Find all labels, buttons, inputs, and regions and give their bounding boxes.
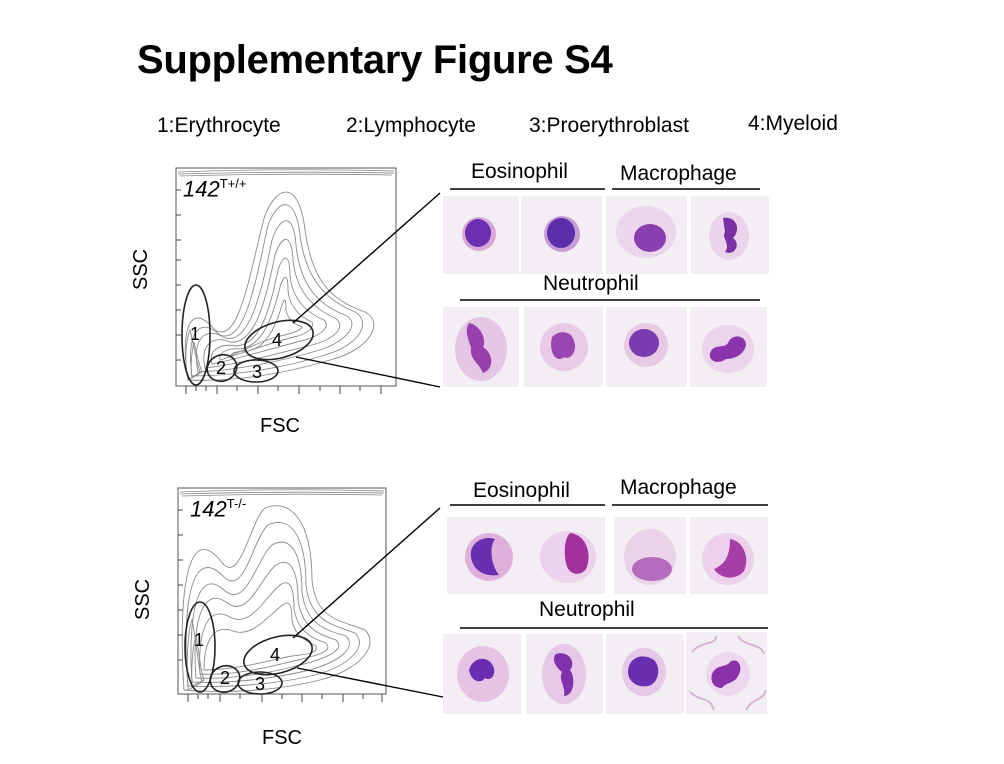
legend-erythrocyte: 1:Erythrocyte — [157, 114, 281, 137]
gate-label-1: 1 — [194, 630, 205, 650]
cell-image-neutrophil-2 — [524, 307, 603, 387]
cell-image-macrophage-2 — [690, 517, 768, 594]
gate-label-3: 3 — [255, 674, 266, 694]
cell-image-neutrophil-1 — [443, 307, 519, 387]
cell-image-neutrophil-1 — [443, 634, 521, 714]
cell-image-eosinophil-1 — [443, 196, 519, 274]
cell-image-eosinophil-2 — [521, 196, 602, 274]
group-label-macrophage: Macrophage — [620, 476, 737, 499]
cell-image-neutrophil-3 — [606, 307, 687, 387]
legend-proerythroblast: 3:Proerythroblast — [529, 114, 689, 137]
group-label-neutrophil: Neutrophil — [543, 272, 639, 295]
gate-label-4: 4 — [270, 645, 281, 665]
y-axis-label: SSC — [132, 578, 154, 620]
genotype-superscript: T+/+ — [219, 176, 247, 191]
gate-label-3: 3 — [252, 362, 263, 382]
cell-image-neutrophil-4 — [690, 307, 767, 387]
genotype-label-top: 142T+/+ — [183, 176, 246, 202]
legend-lymphocyte: 2:Lymphocyte — [346, 114, 476, 137]
legend-myeloid: 4:Myeloid — [748, 112, 838, 135]
cell-image-neutrophil-4 — [686, 632, 767, 714]
x-axis-label: FSC — [262, 727, 302, 749]
gate-label-2: 2 — [216, 358, 227, 378]
gate-label-2: 2 — [220, 668, 231, 688]
cell-image-neutrophil-3 — [606, 634, 684, 714]
group-label-neutrophil: Neutrophil — [539, 598, 635, 621]
group-label-eosinophil: Eosinophil — [471, 160, 568, 183]
x-axis-label: FSC — [260, 415, 300, 437]
gate-label-1: 1 — [190, 324, 201, 344]
cell-image-macrophage-1 — [614, 517, 686, 594]
cell-image-macrophage-1 — [606, 196, 687, 274]
genotype-label-bottom: 142T-/- — [190, 496, 246, 522]
genotype-main: 142 — [190, 496, 227, 522]
figure-title: Supplementary Figure S4 — [137, 38, 613, 82]
cell-image-eosinophil-1 — [447, 517, 532, 594]
genotype-main: 142 — [183, 176, 220, 202]
cell-image-macrophage-2 — [691, 196, 769, 274]
group-label-eosinophil: Eosinophil — [473, 479, 570, 502]
group-label-macrophage: Macrophage — [620, 162, 737, 185]
cell-image-neutrophil-2 — [526, 634, 603, 714]
gate-label-4: 4 — [272, 330, 283, 350]
cell-image-eosinophil-2 — [530, 517, 605, 594]
genotype-superscript: T-/- — [226, 496, 247, 511]
